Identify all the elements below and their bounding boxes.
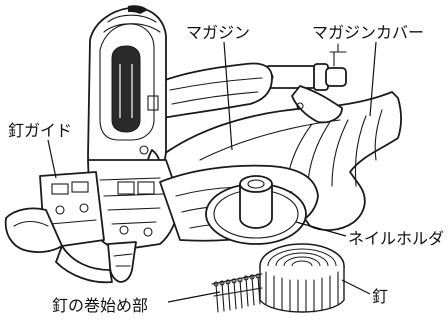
label-magazine: マガジン — [186, 23, 250, 42]
nail-coil-start-strip — [211, 273, 263, 313]
leader-nail-coil-start — [167, 291, 221, 303]
leader-nail-holder — [295, 221, 347, 237]
leader-magazine-cover — [369, 41, 377, 117]
brand-badge — [147, 95, 159, 111]
leader-nail — [341, 279, 371, 295]
label-nail: 釘 — [372, 287, 388, 306]
labels: マガジン マガジンカバー 釘ガイド ネイルホルダ 釘 釘の巻始め部 — [8, 23, 444, 315]
nailer-illustration — [4, 5, 402, 284]
handle — [149, 62, 273, 119]
nail-coil-illustration — [211, 243, 345, 313]
label-magazine-cover: マガジンカバー — [312, 23, 424, 42]
label-nail-coil-start: 釘の巻始め部 — [52, 296, 148, 315]
leader-lines — [47, 41, 377, 303]
housing-slot — [111, 45, 141, 133]
nose-tip — [107, 241, 137, 283]
label-nail-holder: ネイルホルダ — [348, 229, 444, 248]
leader-nail-guide — [47, 139, 57, 179]
label-nail-guide: 釘ガイド — [8, 121, 72, 140]
lower-skirt — [55, 245, 113, 284]
nail-holder-post — [239, 183, 273, 229]
leader-magazine — [223, 41, 233, 151]
base-plate — [4, 207, 63, 253]
